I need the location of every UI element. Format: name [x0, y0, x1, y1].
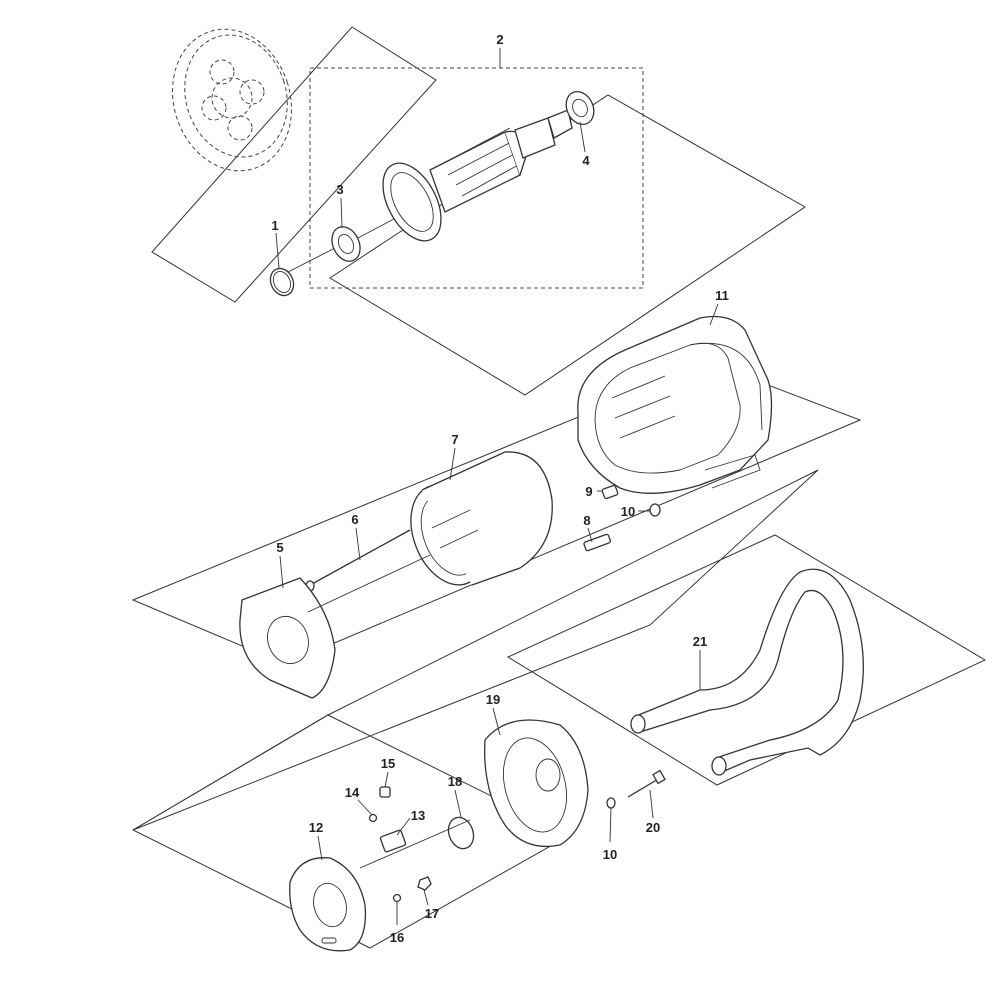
callout-6: 6 [351, 512, 358, 527]
retaining-ring [269, 267, 295, 297]
motor-housing [577, 315, 773, 494]
plane-handle [506, 534, 987, 786]
callout-21: 21 [693, 634, 707, 649]
washer-10 [649, 503, 661, 517]
armature-rotor [382, 109, 573, 242]
bearing-front [331, 226, 361, 262]
callout-17: 17 [425, 906, 439, 921]
callout-8: 8 [583, 513, 590, 528]
washer-14 [368, 813, 378, 823]
screw-8 [583, 533, 612, 552]
callout-18: 18 [448, 774, 462, 789]
end-cap [289, 857, 367, 952]
plug-13 [379, 829, 407, 853]
callout-19: 19 [486, 692, 500, 707]
washer-16 [392, 893, 402, 903]
plane-upper [151, 26, 437, 303]
armature-assembly-box [309, 67, 644, 289]
screw-20 [627, 769, 666, 798]
o-ring [447, 816, 475, 850]
callout-2: 2 [496, 32, 503, 47]
callout-10-upper: 10 [621, 504, 635, 519]
screw-9 [601, 484, 619, 500]
leader-lines [275, 48, 719, 925]
callout-3: 3 [336, 182, 343, 197]
gear-housing-ghost [172, 28, 292, 172]
callout-20: 20 [646, 820, 660, 835]
rear-cover [484, 719, 589, 848]
nut-15 [379, 786, 391, 798]
callout-10-lower: 10 [603, 847, 617, 862]
nut-17 [417, 876, 432, 891]
callout-13: 13 [411, 808, 425, 823]
callout-7: 7 [451, 432, 458, 447]
stator-field [410, 451, 553, 586]
callout-14: 14 [345, 785, 360, 800]
through-bolt [305, 529, 411, 592]
brush-plate [239, 577, 336, 699]
callout-16: 16 [390, 930, 404, 945]
plane-housing [131, 362, 862, 665]
callout-5: 5 [276, 540, 283, 555]
callout-9: 9 [585, 484, 592, 499]
callout-11: 11 [715, 288, 729, 303]
callouts: 2 1 3 4 11 7 6 5 9 10 8 21 19 15 14 13 1… [271, 32, 728, 945]
callout-4: 4 [582, 153, 590, 168]
callout-15: 15 [381, 756, 395, 771]
washer-10-lower [606, 797, 616, 809]
bail-handle [630, 568, 864, 776]
callout-12: 12 [309, 820, 323, 835]
bearing-rear [565, 90, 595, 126]
callout-1: 1 [271, 218, 278, 233]
